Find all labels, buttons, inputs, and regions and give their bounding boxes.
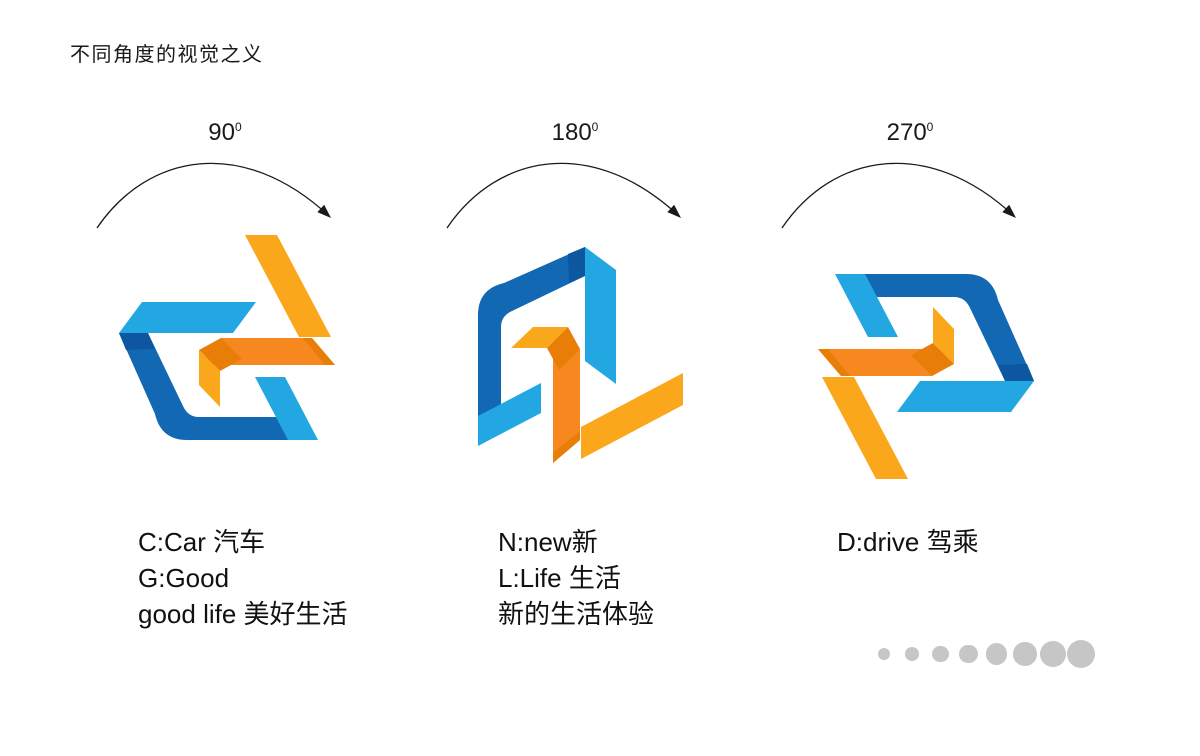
- caption-270: D:drive 驾乘: [837, 524, 1167, 560]
- angle-label-180: 1800: [505, 119, 645, 147]
- degree-superscript: 0: [235, 120, 242, 134]
- rotation-arrow-icon: [781, 162, 1016, 229]
- pagination-dot: [959, 644, 979, 664]
- logo-mark-270deg: [818, 274, 1034, 479]
- caption-line: L:Life 生活: [498, 563, 621, 593]
- pagination-dot: [1040, 641, 1067, 667]
- rotation-arrow-icon: [96, 162, 331, 229]
- pagination-dot: [986, 643, 1008, 665]
- angle-value: 90: [208, 119, 235, 146]
- angle-value: 180: [551, 119, 592, 146]
- pagination-dot: [1013, 642, 1037, 666]
- logo-mark-180deg: [478, 247, 683, 463]
- caption-line: D:drive 驾乘: [837, 527, 979, 557]
- angle-label-270: 2700: [840, 119, 980, 147]
- angle-label-90: 900: [155, 119, 295, 147]
- caption-line: N:new新: [498, 527, 598, 557]
- caption-180: N:new新 L:Life 生活 新的生活体验: [498, 524, 828, 632]
- page-title: 不同角度的视觉之义: [70, 44, 264, 66]
- rotation-arrow-icon: [446, 162, 681, 229]
- caption-line: C:Car 汽车: [138, 527, 266, 557]
- degree-superscript: 0: [591, 120, 599, 134]
- caption-line: G:Good: [138, 563, 230, 593]
- caption-line: 新的生活体验: [498, 599, 655, 629]
- logo-mark-90deg: [119, 235, 335, 440]
- pagination-dot: [932, 645, 949, 663]
- pagination-dot: [905, 646, 920, 662]
- caption-90: C:Car 汽车 G:Good good life 美好生活: [138, 524, 468, 632]
- caption-line: good life 美好生活: [138, 599, 348, 629]
- angle-value: 270: [886, 119, 927, 146]
- degree-superscript: 0: [926, 120, 934, 134]
- pagination-dot: [878, 648, 890, 660]
- pagination-dot: [1067, 640, 1096, 668]
